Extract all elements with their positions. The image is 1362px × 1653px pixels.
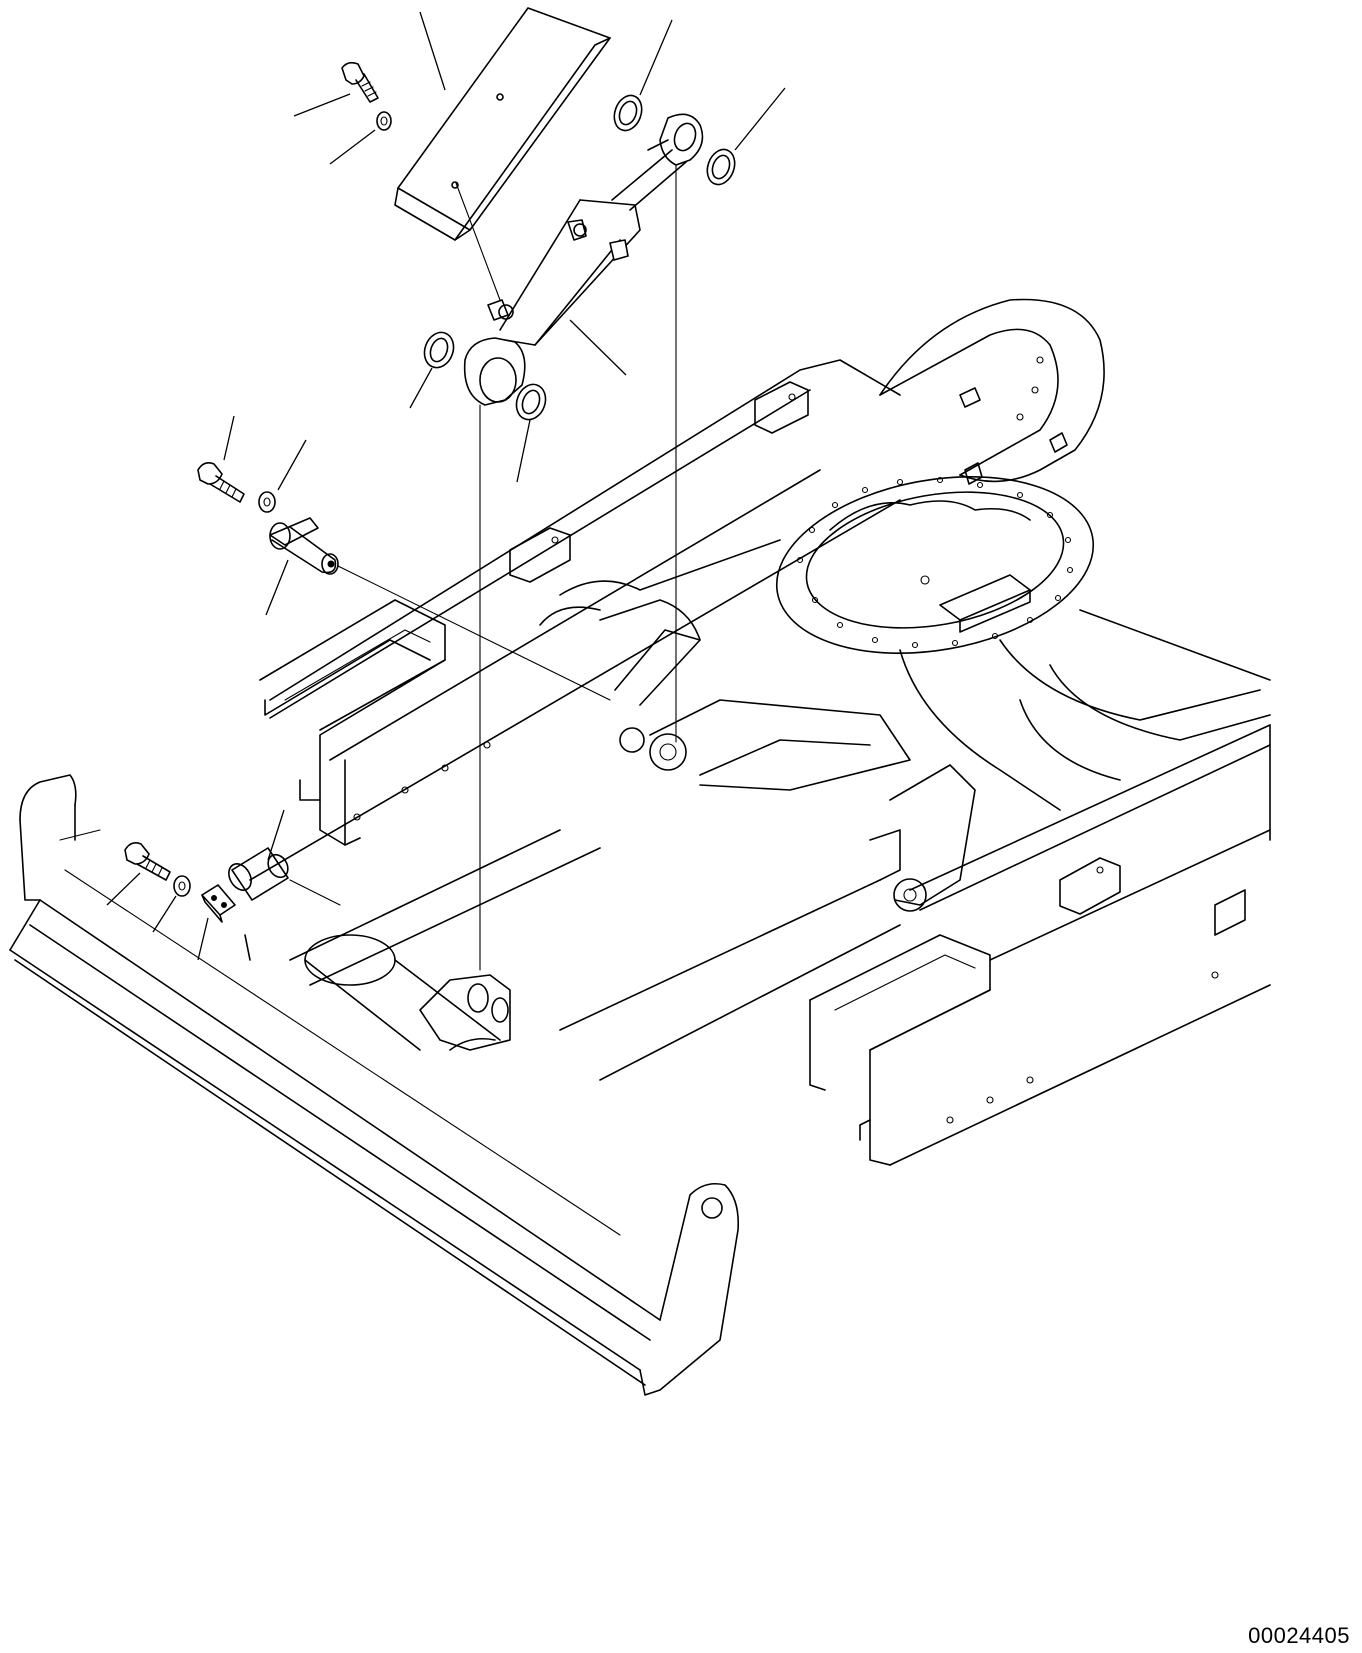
blade-cylinder — [463, 113, 704, 406]
pin-bolt — [197, 462, 245, 503]
dozer-blade — [9, 774, 740, 1396]
pin-washer — [258, 491, 276, 513]
head-end-shim — [423, 331, 547, 421]
assembly-guide-lines — [289, 164, 677, 971]
guard-bolt — [341, 61, 379, 103]
cylinder-guard-cover — [394, 7, 611, 241]
figure-number: 00024405 — [1248, 1623, 1350, 1648]
callout-leaders — [106, 11, 786, 961]
lock-plate — [201, 884, 236, 923]
pin-washer — [173, 875, 191, 897]
guard-washer — [376, 111, 392, 131]
pin-bolt — [124, 842, 171, 881]
track-frame — [244, 298, 1271, 1166]
rod-end-shim — [613, 94, 736, 186]
blade-pin — [228, 847, 289, 901]
cylinder-pin — [269, 517, 339, 575]
